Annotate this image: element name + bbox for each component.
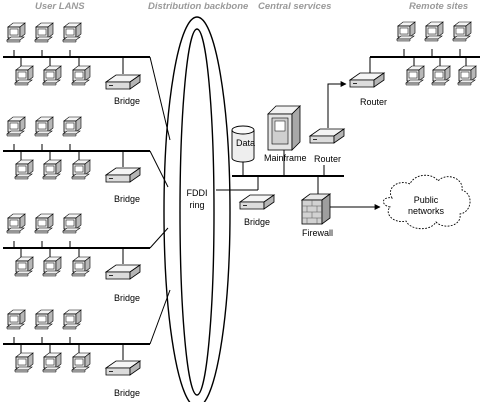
user-lan-2 xyxy=(3,116,169,188)
bridge-label: Bridge xyxy=(114,96,140,106)
workstation-icon xyxy=(34,116,54,137)
workstation-icon xyxy=(62,116,82,137)
workstation-icon xyxy=(71,65,91,86)
remote-router-label: Router xyxy=(360,97,387,107)
workstation-icon xyxy=(71,159,91,180)
user-lan-1 xyxy=(3,22,171,141)
workstation-icon xyxy=(62,22,82,43)
workstation-icon xyxy=(71,352,91,373)
fddi-ring-label-line1: FDDI xyxy=(187,188,208,198)
workstation-icon xyxy=(42,352,62,373)
bridge-icon xyxy=(105,74,141,90)
workstation-icon xyxy=(42,159,62,180)
firewall-label: Firewall xyxy=(302,228,333,238)
database-icon xyxy=(231,125,255,163)
workstation-icon xyxy=(457,65,477,86)
public-networks-label-line1: Public xyxy=(414,195,439,205)
workstation-icon xyxy=(42,256,62,277)
workstation-icon xyxy=(6,116,26,137)
bridge-icon xyxy=(105,167,141,183)
workstation-icon xyxy=(34,309,54,330)
workstation-icon xyxy=(62,309,82,330)
workstation-icon xyxy=(14,256,34,277)
bridge-label: Bridge xyxy=(114,293,140,303)
header-remote-sites: Remote sites xyxy=(409,1,468,12)
router-icon xyxy=(349,72,385,88)
mainframe-label: Mainframe xyxy=(264,153,307,163)
user-lan-3 xyxy=(3,213,169,280)
user-lan-4 xyxy=(3,289,171,376)
router-label: Router xyxy=(314,154,341,164)
workstation-icon xyxy=(405,65,425,86)
bridge-label: Bridge xyxy=(114,388,140,398)
workstation-icon xyxy=(71,256,91,277)
workstation-icon xyxy=(34,213,54,234)
workstation-icon xyxy=(6,309,26,330)
workstation-icon xyxy=(424,21,444,42)
header-central-services: Central services xyxy=(258,1,331,12)
central-services xyxy=(216,81,381,225)
bridge-icon xyxy=(105,264,141,280)
public-networks-label-line2: networks xyxy=(408,206,445,216)
router-icon xyxy=(309,128,345,144)
remote-site xyxy=(349,21,480,88)
workstation-icon xyxy=(14,159,34,180)
workstation-icon xyxy=(42,65,62,86)
workstation-icon xyxy=(6,213,26,234)
fddi-ring xyxy=(163,16,231,402)
header-user-lans: User LANS xyxy=(35,1,85,12)
workstation-icon xyxy=(34,22,54,43)
fddi-ring-label-line2: ring xyxy=(189,200,204,210)
workstation-icon xyxy=(431,65,451,86)
cloud-icon xyxy=(383,174,471,230)
bridge-label: Bridge xyxy=(244,217,270,227)
data-label: Data xyxy=(236,138,255,148)
workstation-icon xyxy=(396,21,416,42)
firewall-icon xyxy=(300,193,332,225)
mainframe-icon xyxy=(267,105,301,151)
header-distribution-backbone: Distribution backbone xyxy=(148,1,249,12)
workstation-icon xyxy=(14,352,34,373)
workstation-icon xyxy=(6,22,26,43)
bridge-label: Bridge xyxy=(114,194,140,204)
bridge-icon xyxy=(239,194,275,210)
workstation-icon xyxy=(14,65,34,86)
workstation-icon xyxy=(452,21,472,42)
bridge-icon xyxy=(105,360,141,376)
workstation-icon xyxy=(62,213,82,234)
